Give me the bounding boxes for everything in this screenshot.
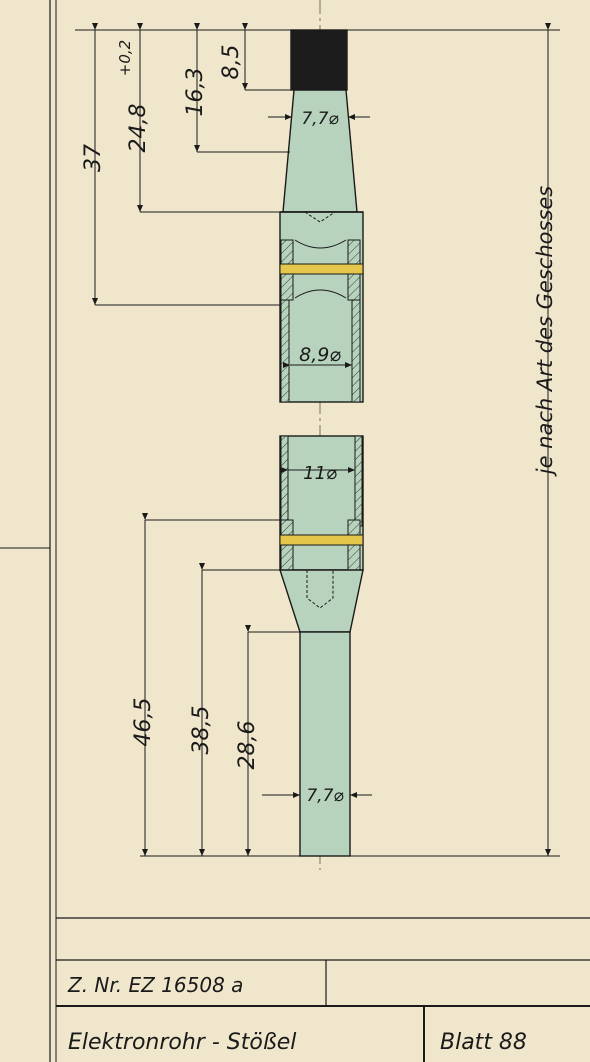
- title-block: Z. Nr. EZ 16508 a Elektronrohr - Stößel …: [67, 973, 527, 1055]
- part-name: Elektronrohr - Stößel: [68, 1030, 296, 1055]
- black-tip: [290, 29, 348, 91]
- lower-part: [279, 435, 364, 857]
- upper-part: [279, 29, 364, 403]
- dim-7-7-bottom: 7,7⌀: [306, 786, 344, 806]
- drawing-number: Z. Nr. EZ 16508 a: [67, 973, 243, 997]
- dim-16-3: 16,3: [183, 68, 208, 117]
- washer-top: [279, 263, 364, 275]
- dim-8-5: 8,5: [219, 45, 244, 80]
- dim-46-5: 46,5: [131, 698, 156, 747]
- washer-bottom: [279, 534, 364, 546]
- dim-24-8: 24,8: [126, 104, 151, 153]
- dimension-lines: [75, 23, 560, 857]
- note-length: je nach Art des Geschosses: [533, 186, 557, 478]
- dim-11: 11⌀: [303, 463, 337, 484]
- dim-8-9: 8,9⌀: [299, 344, 341, 366]
- dim-37: 37: [81, 144, 106, 172]
- dim-tolerance: +0,2: [116, 40, 134, 76]
- dimension-texts: 37 24,8 +0,2 16,3 8,5 7,7⌀ 8,9⌀ 11⌀ 46,5…: [81, 40, 557, 806]
- dim-7-7-top: 7,7⌀: [301, 109, 339, 129]
- dim-28-6: 28,6: [235, 721, 260, 770]
- dim-38-5: 38,5: [189, 706, 214, 755]
- sheet-label: Blatt 88: [440, 1030, 527, 1055]
